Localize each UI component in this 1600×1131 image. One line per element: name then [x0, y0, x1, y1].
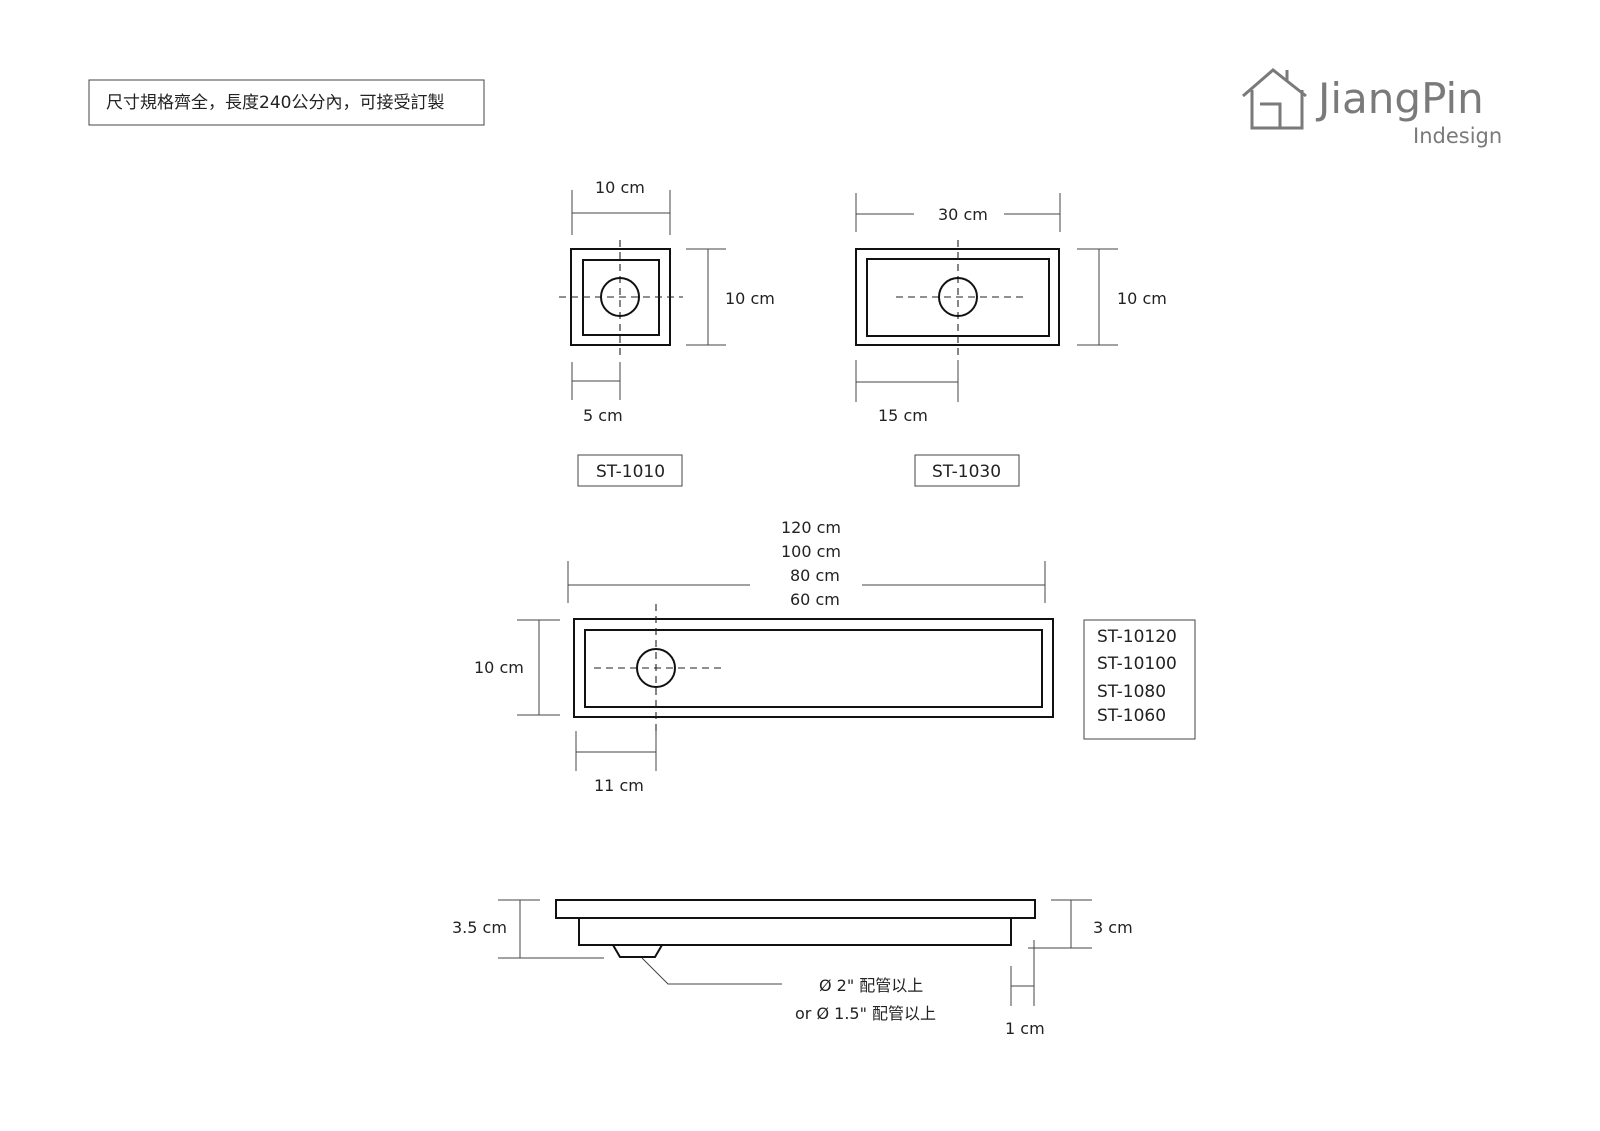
long-code-4: ST-1060 [1097, 706, 1166, 726]
long-length-label-2: 100 cm [781, 542, 841, 561]
long-code-2: ST-10100 [1097, 654, 1177, 674]
st1010-offset-label: 5 cm [583, 406, 623, 425]
long-inner-frame [584, 629, 1043, 708]
brand-name: JiangPin [1315, 74, 1484, 123]
section-body [578, 917, 1012, 946]
st1010-drain-hole [600, 277, 640, 317]
long-length-label-3: 80 cm [790, 566, 840, 585]
st1030-drawing: 30 cm 10 cm 15 cm ST-1030 [855, 193, 1167, 487]
section-top-flange [555, 899, 1036, 919]
st1030-outer-frame [855, 248, 1060, 346]
long-drain-hole [636, 648, 676, 688]
st1010-height-label: 10 cm [725, 289, 775, 308]
section-pipe-leader [641, 957, 782, 985]
st1030-code-box [914, 454, 1020, 487]
long-offset-label: 11 cm [594, 776, 644, 795]
st1010-width-label: 10 cm [595, 178, 645, 197]
st1010-drawing: 10 cm 10 cm 5 cm ST-1010 [559, 178, 775, 487]
section-pipe-note-2: or Ø 1.5" 配管以上 [795, 1004, 936, 1023]
brand-subtitle: Indesign [1413, 124, 1502, 148]
long-code-box [1083, 619, 1196, 740]
long-length-label-4: 60 cm [790, 590, 840, 609]
section-view: 3.5 cm 3 cm 1 cm Ø 2" 配管以上 or Ø 1.5" 配管以… [452, 899, 1133, 1038]
long-code-3: ST-1080 [1097, 682, 1166, 702]
section-total-height-label: 3.5 cm [452, 918, 507, 937]
st1030-width-label: 30 cm [938, 205, 988, 224]
long-height-label: 10 cm [474, 658, 524, 677]
header-note-text: 尺寸規格齊全，長度240公分內，可接受訂製 [106, 93, 444, 113]
section-pipe-note-1: Ø 2" 配管以上 [819, 976, 923, 995]
long-series-drawing: 120 cm 100 cm 80 cm 60 cm 10 cm 11 cm ST… [474, 518, 1196, 795]
st1030-height-label: 10 cm [1117, 289, 1167, 308]
section-flange-label: 1 cm [1005, 1019, 1045, 1038]
st1030-offset-label: 15 cm [878, 406, 928, 425]
st1010-code: ST-1010 [596, 462, 665, 482]
long-length-label-1: 120 cm [781, 518, 841, 537]
house-icon [1242, 68, 1307, 130]
section-body-height-label: 3 cm [1093, 918, 1133, 937]
st1010-code-box [577, 454, 683, 487]
header-note-box [88, 79, 485, 126]
long-outer-frame [573, 618, 1054, 718]
brand-logo: JiangPin Indesign [1242, 68, 1502, 148]
section-drain-outlet [612, 944, 663, 958]
st1030-drain-hole [938, 277, 978, 317]
long-code-1: ST-10120 [1097, 627, 1177, 647]
st1030-code: ST-1030 [932, 462, 1001, 482]
header-note: 尺寸規格齊全，長度240公分內，可接受訂製 [88, 79, 485, 126]
